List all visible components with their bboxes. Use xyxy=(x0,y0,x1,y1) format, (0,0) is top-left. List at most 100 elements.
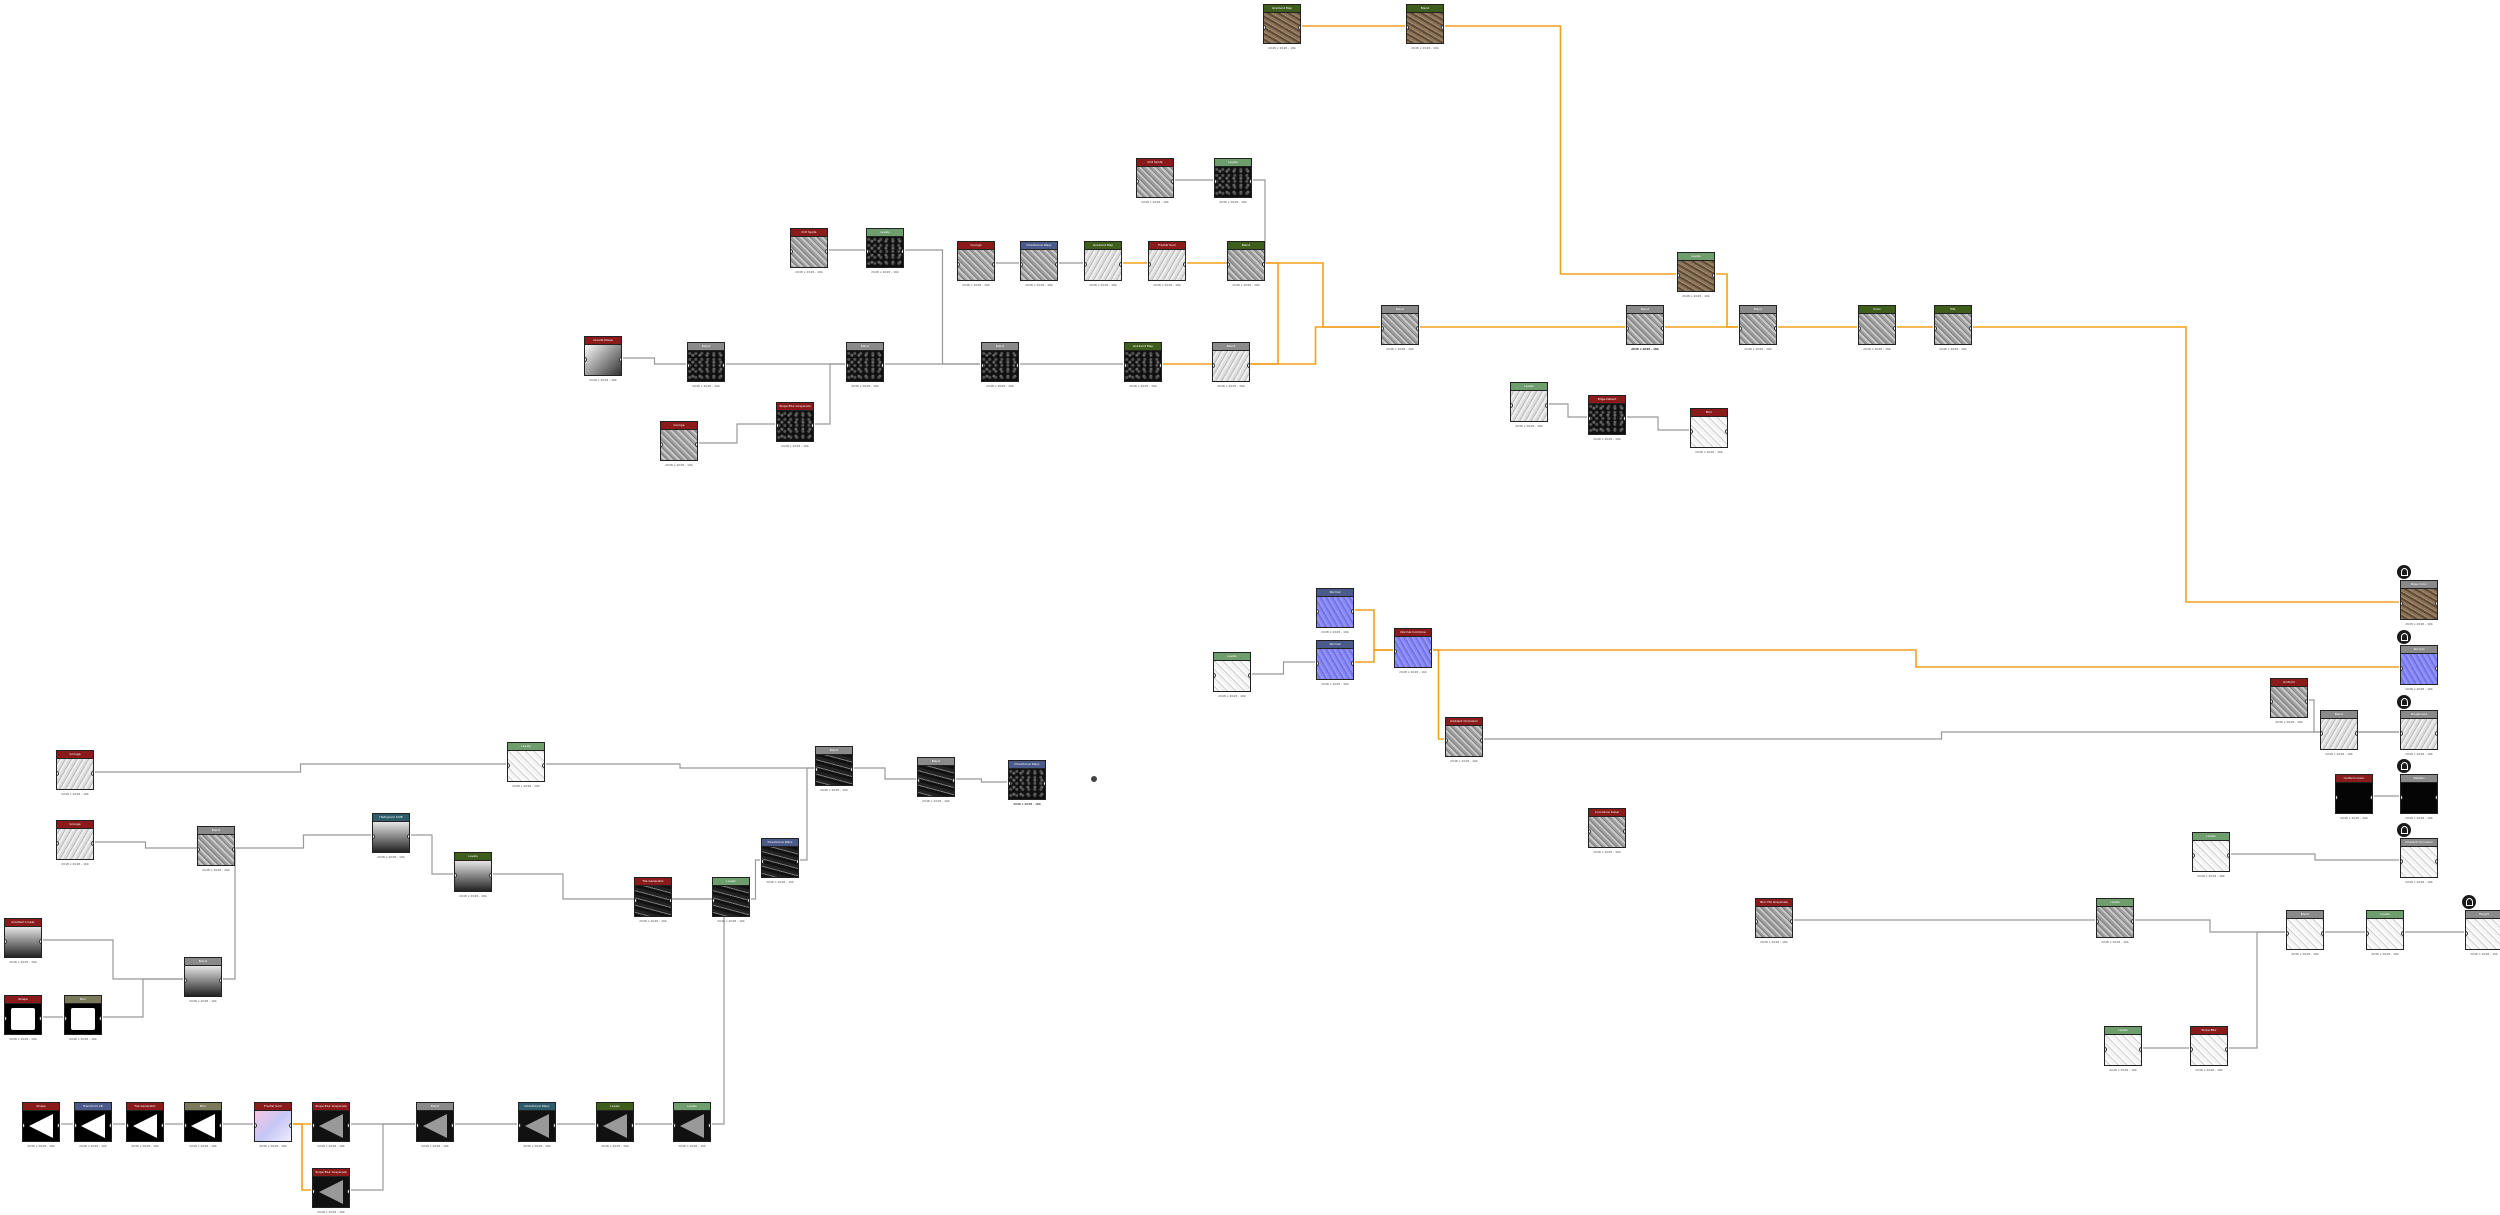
output-port[interactable] xyxy=(489,873,491,878)
input-port[interactable] xyxy=(1317,661,1319,666)
output-port[interactable] xyxy=(1790,919,1792,924)
output-port[interactable] xyxy=(2227,853,2229,858)
connection-wire[interactable] xyxy=(1252,661,1315,675)
output-port[interactable] xyxy=(1016,363,1018,368)
connection-wire[interactable] xyxy=(1433,649,1444,740)
input-port[interactable] xyxy=(674,1123,676,1128)
input-port[interactable] xyxy=(918,778,920,783)
output-port[interactable] xyxy=(825,249,827,254)
output-port[interactable] xyxy=(1159,363,1161,368)
input-port[interactable] xyxy=(127,1123,129,1128)
input-port[interactable] xyxy=(1446,738,1448,743)
input-port[interactable] xyxy=(1215,179,1217,184)
output-port[interactable] xyxy=(1441,25,1443,30)
input-port[interactable] xyxy=(185,1123,187,1128)
connection-wire[interactable] xyxy=(1433,649,2399,668)
output-port[interactable] xyxy=(451,1123,453,1128)
input-port[interactable] xyxy=(2401,795,2403,800)
output-port[interactable] xyxy=(631,1123,633,1128)
output-port[interactable] xyxy=(232,847,234,852)
input-port[interactable] xyxy=(1009,781,1011,786)
output-port[interactable] xyxy=(542,763,544,768)
input-port[interactable] xyxy=(57,841,59,846)
input-port[interactable] xyxy=(1935,326,1937,331)
input-port[interactable] xyxy=(1317,609,1319,614)
input-port[interactable] xyxy=(417,1123,419,1128)
input-port[interactable] xyxy=(2401,859,2403,864)
connection-wire[interactable] xyxy=(633,898,725,1125)
output-port[interactable] xyxy=(1119,262,1121,267)
connection-wire[interactable] xyxy=(815,363,845,425)
input-port[interactable] xyxy=(1589,829,1591,834)
input-port[interactable] xyxy=(597,1123,599,1128)
connection-wire[interactable] xyxy=(95,763,506,773)
output-port[interactable] xyxy=(1623,416,1625,421)
input-port[interactable] xyxy=(2367,931,2369,936)
output-port[interactable] xyxy=(1183,262,1185,267)
connection-wire[interactable] xyxy=(699,423,775,444)
output-port[interactable] xyxy=(1298,25,1300,30)
output-port[interactable] xyxy=(708,1123,710,1128)
connection-wire[interactable] xyxy=(2135,919,2285,933)
output-port[interactable] xyxy=(1429,649,1431,654)
input-port[interactable] xyxy=(1691,429,1693,434)
output-port[interactable] xyxy=(109,1123,111,1128)
output-port[interactable] xyxy=(2139,1047,2141,1052)
output-port[interactable] xyxy=(1351,661,1353,666)
input-port[interactable] xyxy=(1021,262,1023,267)
connection-wire[interactable] xyxy=(236,834,371,849)
input-port[interactable] xyxy=(2336,795,2338,800)
output-port[interactable] xyxy=(619,357,621,362)
output-port[interactable] xyxy=(2435,601,2437,606)
input-port[interactable] xyxy=(1756,919,1758,924)
input-port[interactable] xyxy=(1511,403,1513,408)
connection-wire[interactable] xyxy=(103,978,183,1018)
input-port[interactable] xyxy=(2287,931,2289,936)
input-port[interactable] xyxy=(816,767,818,772)
output-port[interactable] xyxy=(1725,429,1727,434)
input-port[interactable] xyxy=(1214,673,1216,678)
output-port[interactable] xyxy=(811,423,813,428)
connection-wire[interactable] xyxy=(293,1123,311,1191)
output-port[interactable] xyxy=(91,841,93,846)
input-port[interactable] xyxy=(777,423,779,428)
output-port[interactable] xyxy=(747,898,749,903)
input-port[interactable] xyxy=(198,847,200,852)
connection-wire[interactable] xyxy=(1266,262,1380,328)
connection-wire[interactable] xyxy=(623,357,686,365)
output-port[interactable] xyxy=(407,834,409,839)
input-port[interactable] xyxy=(1137,179,1139,184)
input-port[interactable] xyxy=(2466,931,2468,936)
